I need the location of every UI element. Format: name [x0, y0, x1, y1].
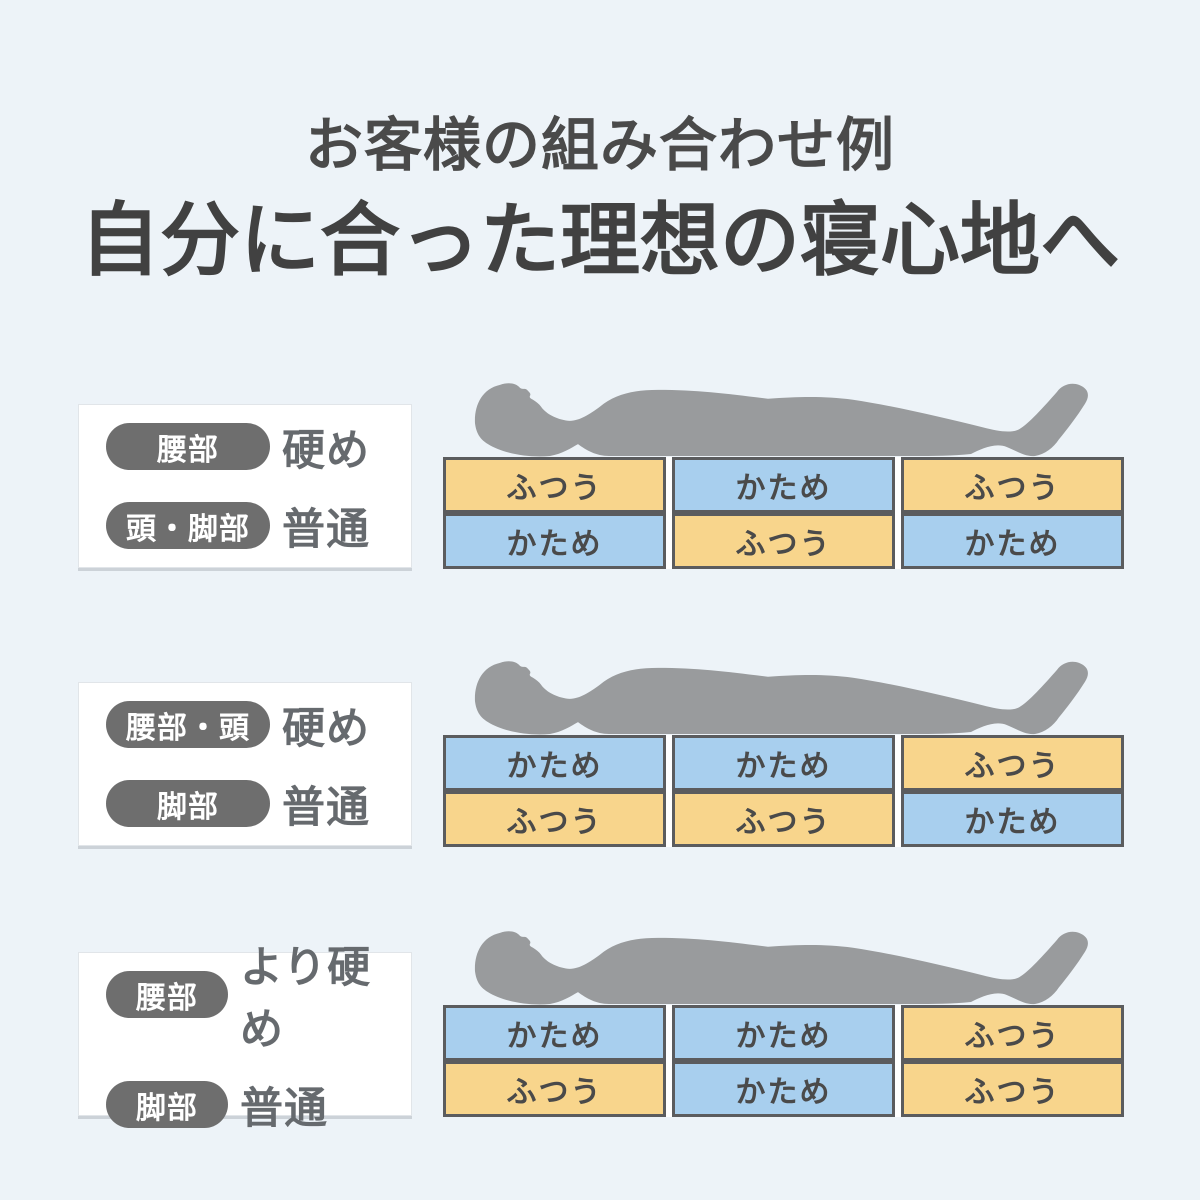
cell-label: ふつう — [735, 806, 832, 839]
cell-label: かため — [506, 528, 603, 561]
page-subtitle: お客様の組み合わせ例 — [304, 113, 895, 178]
mattress-cell: かため — [901, 791, 1124, 847]
cell-label: かため — [735, 1076, 832, 1109]
label-row: 脚部 普通 — [106, 1074, 411, 1136]
mattress-bottom-row: ふつう ふつう かため — [443, 791, 1124, 847]
mattress-cell: ふつう — [901, 1005, 1124, 1061]
firmness-value: 普通 — [282, 505, 370, 554]
combination-example-2: 腰部・頭 硬め 脚部 普通 かため かため ふつう ふつう ふつう かため — [0, 658, 1200, 858]
cell-label: ふつう — [735, 528, 832, 561]
mattress-top-row: かため かため ふつう — [443, 735, 1124, 791]
firmness-value: 硬め — [282, 704, 370, 753]
label-row: 脚部 普通 — [106, 773, 411, 835]
cell-label: ふつう — [506, 806, 603, 839]
cell-label: ふつう — [964, 1076, 1061, 1109]
page-title: 自分に合った理想の寝心地へ — [80, 196, 1120, 285]
mattress-cell: ふつう — [901, 457, 1124, 513]
mattress-cell: ふつう — [672, 513, 895, 569]
label-row: 頭・脚部 普通 — [106, 495, 411, 557]
mattress-top-row: かため かため ふつう — [443, 1005, 1124, 1061]
label-row: 腰部 より硬め — [106, 933, 411, 1057]
cell-label: ふつう — [506, 1076, 603, 1109]
cell-label: ふつう — [506, 472, 603, 505]
cell-label: かため — [506, 750, 603, 783]
body-part-pill: 脚部 — [106, 1081, 228, 1128]
firmness-value: より硬め — [240, 943, 372, 1054]
sleeping-person-silhouette — [474, 931, 1088, 1005]
cell-label: ふつう — [964, 750, 1061, 783]
mattress-cell: ふつう — [443, 791, 666, 847]
mattress-bottom-row: ふつう かため ふつう — [443, 1061, 1124, 1117]
mattress-bottom-row: かため ふつう かため — [443, 513, 1124, 569]
cell-label: かため — [735, 1020, 832, 1053]
body-part-pill: 腰部 — [106, 971, 228, 1018]
mattress-cell: かため — [443, 735, 666, 791]
mattress-grid: ふつう かため ふつう かため ふつう かため — [443, 457, 1124, 569]
firmness-value: 硬め — [282, 426, 370, 475]
cell-label: かため — [964, 806, 1061, 839]
mattress-cell: かため — [672, 735, 895, 791]
mattress-cell: ふつう — [443, 1061, 666, 1117]
label-card: 腰部 硬め 頭・脚部 普通 — [78, 404, 412, 568]
cell-label: かため — [964, 528, 1061, 561]
mattress-top-row: ふつう かため ふつう — [443, 457, 1124, 513]
mattress-cell: かため — [443, 1005, 666, 1061]
combination-example-1: 腰部 硬め 頭・脚部 普通 ふつう かため ふつう かため ふつう かため — [0, 380, 1200, 580]
body-part-pill: 脚部 — [106, 780, 270, 827]
mattress-cell: ふつう — [672, 791, 895, 847]
combination-example-3: 腰部 より硬め 脚部 普通 かため かため ふつう ふつう かため ふつう — [0, 928, 1200, 1133]
firmness-value: 普通 — [282, 783, 370, 832]
sleeping-person-silhouette — [474, 661, 1088, 735]
sleeping-person-silhouette — [474, 383, 1088, 457]
cell-label: かため — [735, 750, 832, 783]
cell-label: ふつう — [964, 472, 1061, 505]
label-row: 腰部 硬め — [106, 416, 411, 478]
mattress-cell: かため — [443, 513, 666, 569]
label-row: 腰部・頭 硬め — [106, 694, 411, 756]
mattress-cell: ふつう — [901, 1061, 1124, 1117]
mattress-cell: かため — [672, 1005, 895, 1061]
mattress-cell: ふつう — [443, 457, 666, 513]
mattress-cell: ふつう — [901, 735, 1124, 791]
body-part-pill: 腰部・頭 — [106, 701, 270, 748]
label-card: 腰部・頭 硬め 脚部 普通 — [78, 682, 412, 846]
mattress-cell: かため — [672, 457, 895, 513]
cell-label: ふつう — [964, 1020, 1061, 1053]
mattress-grid: かため かため ふつう ふつう ふつう かため — [443, 735, 1124, 847]
cell-label: かため — [735, 472, 832, 505]
mattress-cell: かため — [672, 1061, 895, 1117]
cell-label: かため — [506, 1020, 603, 1053]
mattress-grid: かため かため ふつう ふつう かため ふつう — [443, 1005, 1124, 1117]
label-card: 腰部 より硬め 脚部 普通 — [78, 944, 412, 1133]
firmness-value: 普通 — [240, 1084, 328, 1133]
body-part-pill: 頭・脚部 — [106, 502, 270, 549]
body-part-pill: 腰部 — [106, 423, 270, 470]
mattress-cell: かため — [901, 513, 1124, 569]
